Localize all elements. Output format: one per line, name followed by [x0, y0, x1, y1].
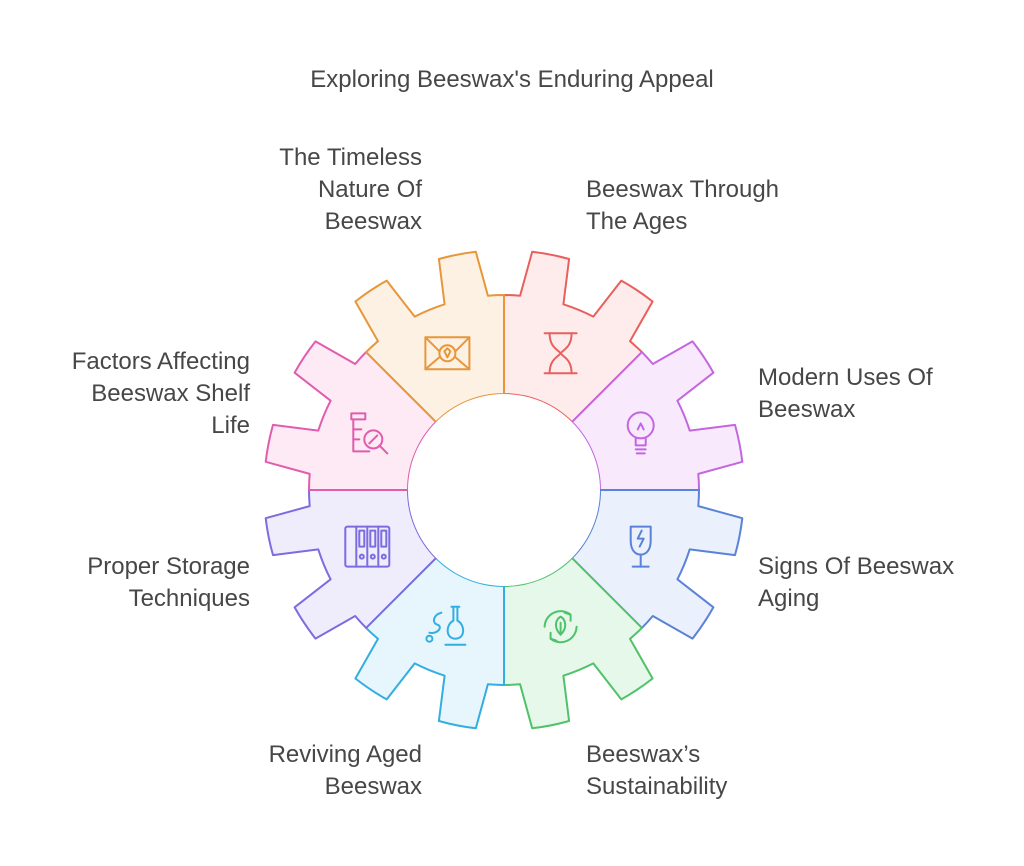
broken-glass-icon	[629, 525, 652, 568]
label-reviving-aged: Reviving Aged Beeswax	[268, 741, 422, 800]
envelope-icon	[424, 336, 471, 371]
gear-segment-2	[570, 489, 744, 640]
center-hole	[408, 394, 600, 586]
label-timeless-nature: The Timeless Nature Of Beeswax	[279, 144, 422, 235]
label-factors-shelf-life: Factors Affecting Beeswax Shelf Life	[71, 348, 250, 439]
label-beeswax-through-the-ages: Beeswax Through The Ages	[586, 176, 780, 235]
gear-segment-5	[264, 489, 438, 640]
recycle-leaf-icon	[543, 610, 578, 644]
label-signs-of-aging: Signs Of Beeswax Aging	[758, 553, 955, 612]
gear-segment-4	[354, 556, 505, 730]
label-proper-storage: Proper Storage Techniques	[87, 553, 250, 612]
lightbulb-icon	[626, 411, 655, 455]
flask-icon	[425, 605, 467, 646]
lab-analysis-icon	[350, 412, 389, 455]
label-modern-uses: Modern Uses Of Beeswax	[758, 364, 933, 423]
label-sustainability: Beeswax’s Sustainability	[586, 741, 728, 800]
gear-segment-1	[570, 340, 744, 491]
gear-segment-3	[503, 556, 654, 730]
storage-cabinet-icon	[344, 525, 391, 568]
hourglass-icon	[543, 332, 578, 375]
gear-segment-0	[503, 250, 654, 424]
diagram-title: Exploring Beeswax's Enduring Appeal	[310, 66, 714, 93]
